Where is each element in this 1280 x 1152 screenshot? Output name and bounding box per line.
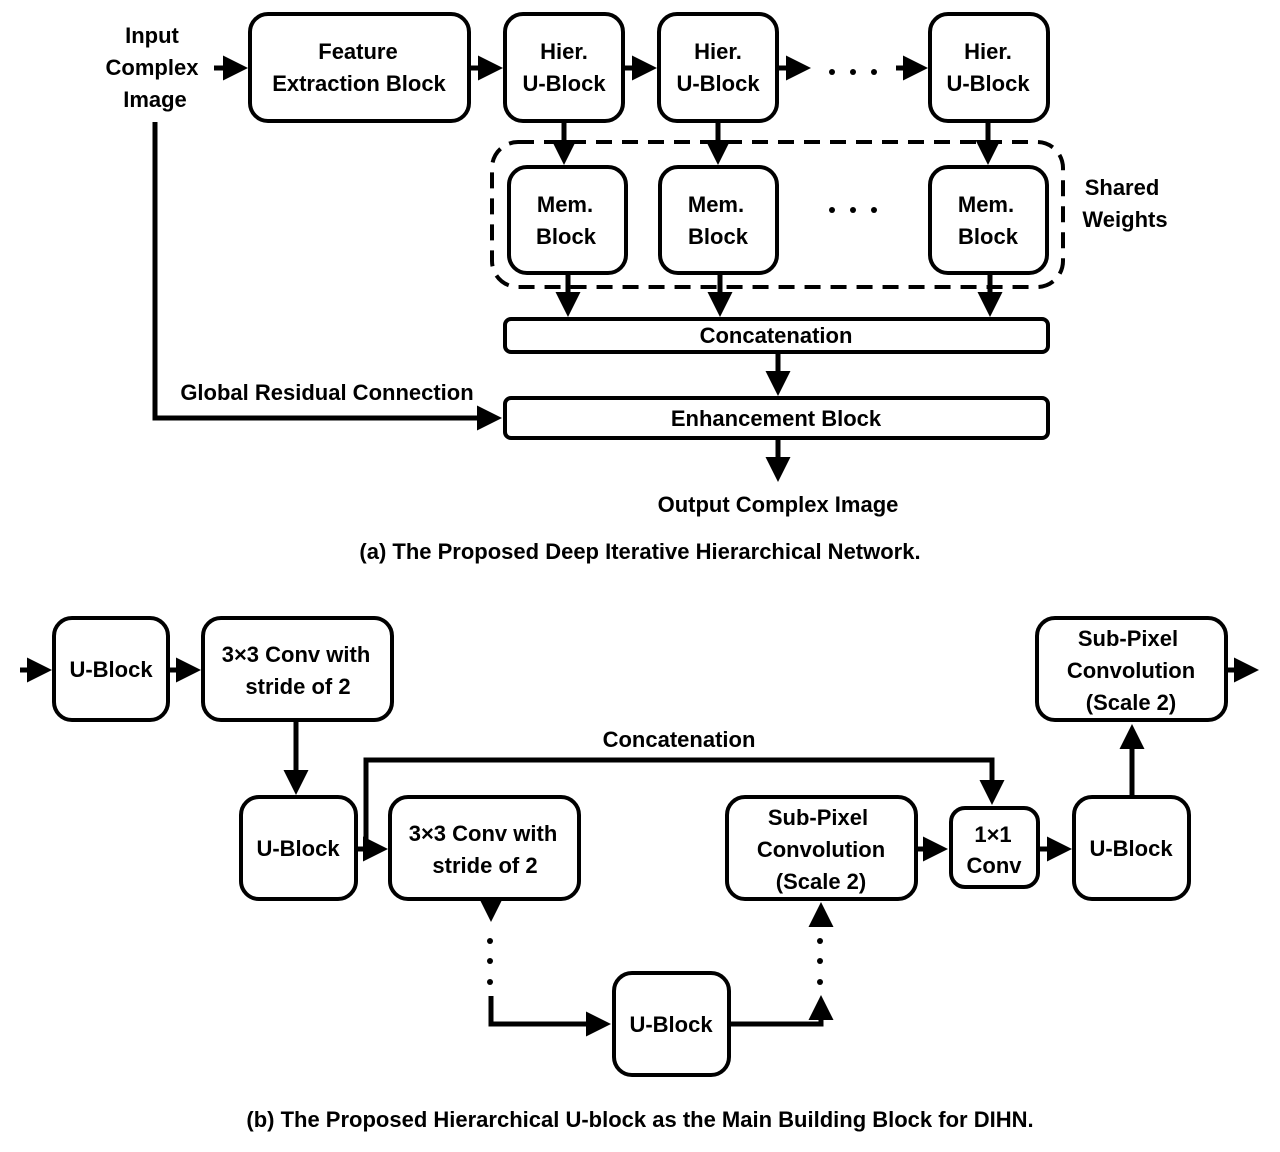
shared-weights-line2: Weights bbox=[1082, 207, 1167, 232]
ellipsis-up bbox=[817, 938, 823, 985]
shared-weights-region bbox=[490, 140, 1065, 289]
hier-ublock-3-line1: Hier. bbox=[964, 39, 1012, 64]
conv-stride-block-1 bbox=[201, 616, 394, 722]
ublock-1 bbox=[52, 616, 170, 722]
ublock-3-label: U-Block bbox=[1089, 836, 1173, 861]
diagram-b: U-Block 3×3 Conv with stride of 2 U-Bloc… bbox=[20, 616, 1259, 1132]
concatenation-skip-arrow bbox=[363, 757, 1005, 849]
conv-1x1-line2: Conv bbox=[967, 853, 1023, 878]
mem-block-3-line1: Mem. bbox=[958, 192, 1014, 217]
concatenation-label-b: Concatenation bbox=[603, 727, 756, 752]
arrow-from-bottom-ublock bbox=[730, 995, 834, 1027]
ublock-1-label: U-Block bbox=[69, 657, 153, 682]
ublock-bottom-label: U-Block bbox=[629, 1012, 713, 1037]
mem-block-1 bbox=[507, 165, 628, 275]
diagram-a: Input Complex Image Feature Extraction B… bbox=[106, 12, 1168, 564]
conv-2-line1: 3×3 Conv with bbox=[409, 821, 558, 846]
arrow-to-bottom-ublock bbox=[488, 996, 611, 1037]
input-label-line3: Image bbox=[123, 87, 187, 112]
conv-1-line1: 3×3 Conv with bbox=[222, 642, 371, 667]
global-residual-arrow bbox=[152, 122, 502, 431]
feature-extraction-block bbox=[248, 12, 471, 123]
ellipsis-mem bbox=[829, 207, 877, 213]
mem-block-3-line2: Block bbox=[958, 224, 1019, 249]
caption-a: (a) The Proposed Deep Iterative Hierarch… bbox=[359, 539, 920, 564]
conv-1x1-block bbox=[949, 806, 1040, 889]
subpixel-1-line3: (Scale 2) bbox=[776, 869, 867, 894]
feature-block-line2: Extraction Block bbox=[272, 71, 446, 96]
ublock-3 bbox=[1072, 795, 1191, 901]
hier-ublock-1 bbox=[503, 12, 625, 123]
hier-ublock-3-line2: U-Block bbox=[946, 71, 1030, 96]
hier-ublock-1-line1: Hier. bbox=[540, 39, 588, 64]
feature-block-line1: Feature bbox=[318, 39, 397, 64]
shared-weights-line1: Shared bbox=[1085, 175, 1160, 200]
conv-stride-block-2 bbox=[388, 795, 581, 901]
conv-2-line2: stride of 2 bbox=[432, 853, 537, 878]
mem-block-3 bbox=[928, 165, 1049, 275]
mem-block-2-line1: Mem. bbox=[688, 192, 744, 217]
subpixel-2-line1: Sub-Pixel bbox=[1078, 626, 1178, 651]
mem-block-1-line2: Block bbox=[536, 224, 597, 249]
enhancement-label: Enhancement Block bbox=[671, 406, 882, 431]
subpixel-conv-block-2 bbox=[1035, 616, 1228, 722]
output-label: Output Complex Image bbox=[658, 492, 899, 517]
hier-ublock-2 bbox=[657, 12, 779, 123]
mem-block-1-line1: Mem. bbox=[537, 192, 593, 217]
hier-ublock-2-line1: Hier. bbox=[694, 39, 742, 64]
concatenation-block bbox=[503, 317, 1050, 354]
concatenation-label: Concatenation bbox=[700, 323, 853, 348]
subpixel-conv-block-1 bbox=[725, 795, 918, 901]
mem-block-2 bbox=[658, 165, 779, 275]
ublock-2-label: U-Block bbox=[256, 836, 340, 861]
ublock-bottom bbox=[612, 971, 731, 1077]
ublock-2 bbox=[239, 795, 358, 901]
caption-b: (b) The Proposed Hierarchical U-block as… bbox=[246, 1107, 1033, 1132]
hier-ublock-2-line2: U-Block bbox=[676, 71, 760, 96]
subpixel-2-line3: (Scale 2) bbox=[1086, 690, 1177, 715]
subpixel-1-line1: Sub-Pixel bbox=[768, 805, 868, 830]
ellipsis-top bbox=[829, 69, 877, 75]
input-label-line1: Input bbox=[125, 23, 179, 48]
input-label-line2: Complex bbox=[106, 55, 200, 80]
conv-1x1-line1: 1×1 bbox=[974, 822, 1011, 847]
subpixel-1-line2: Convolution bbox=[757, 837, 885, 862]
mem-block-2-line2: Block bbox=[688, 224, 749, 249]
hier-ublock-1-line2: U-Block bbox=[522, 71, 606, 96]
subpixel-2-line2: Convolution bbox=[1067, 658, 1195, 683]
conv-1-line2: stride of 2 bbox=[245, 674, 350, 699]
hier-ublock-3 bbox=[928, 12, 1050, 123]
global-residual-label: Global Residual Connection bbox=[180, 380, 473, 405]
enhancement-block bbox=[503, 396, 1050, 440]
ellipsis-down bbox=[487, 938, 493, 985]
